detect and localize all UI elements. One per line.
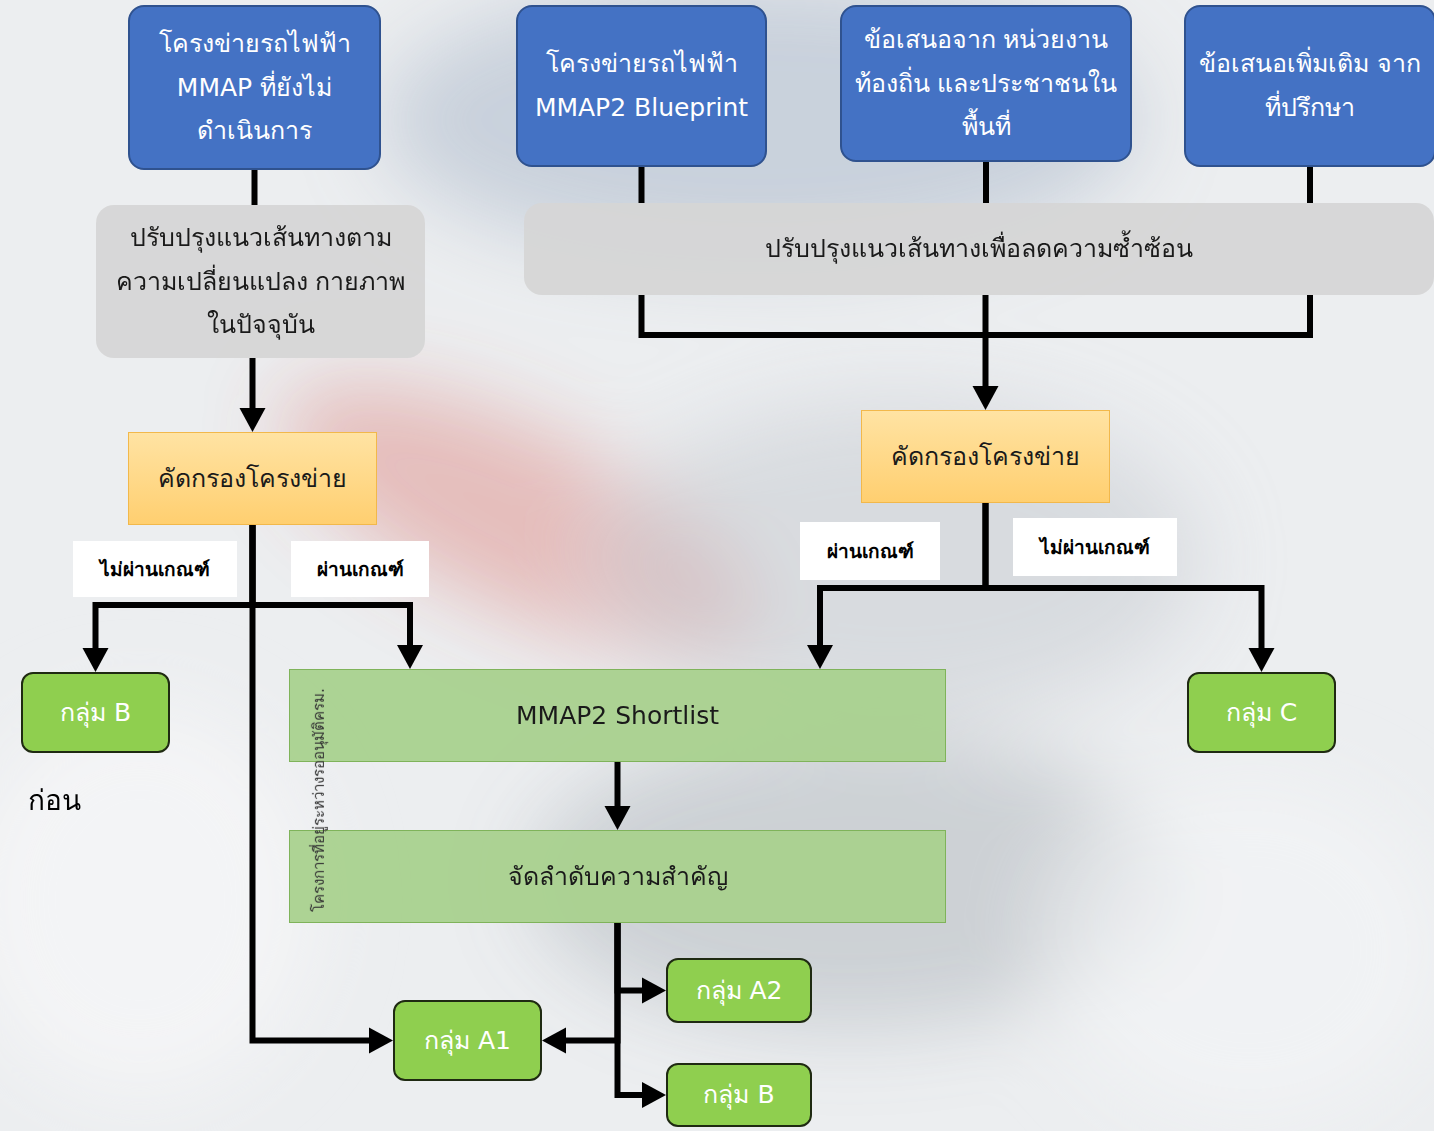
arrowhead bbox=[973, 386, 999, 410]
arrowhead bbox=[642, 978, 666, 1004]
input-box: โครงข่ายรถไฟฟ้า MMAP ที่ยังไม่ ดำเนินการ bbox=[128, 5, 381, 170]
group-box: กลุ่ม B bbox=[21, 672, 170, 753]
connector bbox=[240, 358, 266, 432]
list-box: จัดลำดับความสำคัญ bbox=[289, 830, 946, 923]
node-text: กลุ่ม A2 bbox=[696, 972, 783, 1010]
group-box: กลุ่ม B bbox=[666, 1063, 812, 1127]
connector-line bbox=[250, 358, 256, 410]
arrowhead bbox=[397, 645, 423, 669]
connector-line bbox=[986, 503, 1262, 650]
node-text: คัดกรองโครงข่าย bbox=[891, 438, 1080, 476]
connector bbox=[253, 525, 394, 1054]
filter-box: คัดกรองโครงข่าย bbox=[128, 432, 377, 525]
process-box: ปรับปรุงแนวเส้นทางตาม ความเปลี่ยนแปลง กา… bbox=[96, 205, 425, 358]
node-text: กลุ่ม B bbox=[60, 694, 131, 732]
connector bbox=[618, 923, 667, 1004]
edge-label: ผ่านเกณฑ์ bbox=[317, 554, 404, 584]
arrowhead bbox=[605, 806, 631, 830]
arrowhead bbox=[240, 408, 266, 432]
arrowhead bbox=[1249, 648, 1275, 672]
edge-label-box: ไม่ผ่านเกณฑ์ bbox=[1013, 518, 1177, 576]
connector-line bbox=[1307, 167, 1313, 203]
edge-label: ไม่ผ่านเกณฑ์ bbox=[1040, 532, 1150, 562]
node-text: จัดลำดับความสำคัญ bbox=[508, 858, 728, 896]
process-band: ปรับปรุงแนวเส้นทางเพื่อลดความซ้ำซ้อน bbox=[524, 203, 1434, 295]
input-box: ข้อเสนอเพิ่มเติม จากที่ปรึกษา bbox=[1184, 5, 1434, 167]
edge-label: ไม่ผ่านเกณฑ์ bbox=[100, 554, 210, 584]
group-box: กลุ่ม A1 bbox=[393, 1000, 542, 1081]
edge-label-box: ผ่านเกณฑ์ bbox=[800, 522, 940, 580]
photo-light bbox=[1050, 770, 1434, 1130]
node-text: ปรับปรุงแนวเส้นทางตาม ความเปลี่ยนแปลง กา… bbox=[108, 216, 413, 347]
connector bbox=[986, 503, 1275, 672]
connector-line bbox=[618, 923, 645, 1095]
edge-label-box: ไม่ผ่านเกณฑ์ bbox=[73, 541, 237, 597]
connector bbox=[973, 295, 999, 410]
node-text: ปรับปรุงแนวเส้นทางเพื่อลดความซ้ำซ้อน bbox=[765, 227, 1193, 271]
group-box: กลุ่ม A2 bbox=[666, 958, 812, 1023]
node-text: คัดกรองโครงข่าย bbox=[158, 460, 347, 498]
connector bbox=[254, 170, 255, 205]
edge-label: โครงการที่อยู่ระหว่างรออนุมัติครม. bbox=[307, 688, 331, 912]
arrowhead bbox=[642, 1082, 666, 1108]
node-text: ข้อเสนอเพิ่มเติม จากที่ปรึกษา bbox=[1198, 42, 1422, 130]
node-text: ข้อเสนอจาก หน่วยงานท้องถิ่น และประชาชนใน… bbox=[854, 18, 1118, 149]
connector-line bbox=[253, 525, 372, 1041]
node-text: MMAP2 Shortlist bbox=[516, 697, 719, 735]
group-box: กลุ่ม C bbox=[1187, 672, 1336, 753]
filter-box: คัดกรองโครงข่าย bbox=[861, 410, 1110, 503]
merge-bracket bbox=[642, 295, 1311, 335]
note-text: ก่อน bbox=[28, 778, 81, 822]
connector bbox=[605, 762, 631, 830]
arrowhead bbox=[369, 1028, 393, 1054]
node-text: โครงข่ายรถไฟฟ้า MMAP2 Blueprint bbox=[530, 42, 753, 130]
arrowhead bbox=[83, 648, 109, 672]
connector-line bbox=[983, 162, 989, 203]
input-box: โครงข่ายรถไฟฟ้า MMAP2 Blueprint bbox=[516, 5, 767, 167]
list-box: MMAP2 Shortlist bbox=[289, 669, 946, 762]
connector bbox=[1310, 167, 1311, 203]
connector-line bbox=[639, 167, 645, 203]
connector bbox=[986, 162, 987, 203]
connector-line bbox=[564, 923, 618, 1041]
node-text: กลุ่ม B bbox=[703, 1076, 774, 1114]
arrowhead bbox=[807, 645, 833, 669]
input-box: ข้อเสนอจาก หน่วยงานท้องถิ่น และประชาชนใน… bbox=[840, 5, 1132, 162]
connector bbox=[542, 923, 618, 1054]
node-text: กลุ่ม A1 bbox=[424, 1022, 511, 1060]
connector-line bbox=[252, 170, 258, 205]
connector-line bbox=[618, 923, 645, 991]
edge-label-box: ผ่านเกณฑ์ bbox=[291, 541, 429, 597]
edge-label: ผ่านเกณฑ์ bbox=[827, 536, 914, 566]
node-text: โครงข่ายรถไฟฟ้า MMAP ที่ยังไม่ ดำเนินการ bbox=[142, 22, 367, 153]
connector bbox=[641, 167, 642, 203]
node-text: กลุ่ม C bbox=[1226, 694, 1297, 732]
arrowhead bbox=[542, 1028, 566, 1054]
connector-line bbox=[615, 762, 621, 808]
connector-line bbox=[983, 295, 989, 388]
connector bbox=[618, 923, 667, 1108]
